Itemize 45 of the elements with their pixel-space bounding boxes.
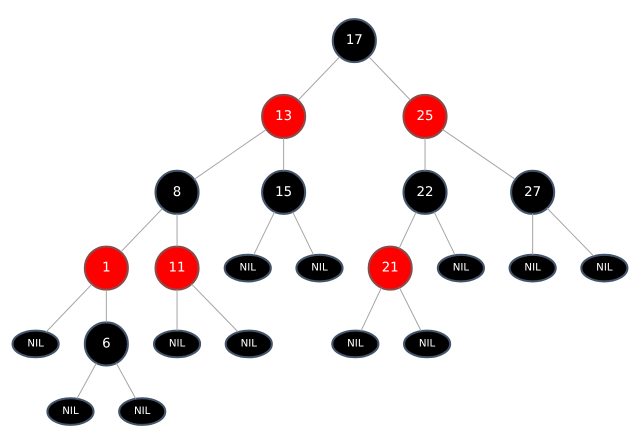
node-ellipse: NIL xyxy=(295,253,344,282)
connector xyxy=(546,207,594,256)
node-ellipse: NIL xyxy=(403,329,452,358)
connector xyxy=(253,211,276,255)
node-circle: 8 xyxy=(154,169,200,214)
node-circle: 1 xyxy=(84,245,129,290)
connector xyxy=(368,56,411,100)
connector xyxy=(176,213,178,246)
connector xyxy=(194,128,266,180)
connector xyxy=(442,128,516,180)
node-ellipse: NIL xyxy=(580,253,628,282)
node-ellipse: NIL xyxy=(508,253,557,282)
connector xyxy=(176,289,178,330)
connector xyxy=(398,211,417,248)
connector xyxy=(424,138,426,170)
node-circle: 11 xyxy=(154,245,200,290)
node-circle: 27 xyxy=(510,169,556,214)
node-circle: 17 xyxy=(332,18,377,63)
connector xyxy=(120,208,163,252)
connector xyxy=(46,284,92,332)
node-circle: 22 xyxy=(402,169,448,214)
node-circle: 13 xyxy=(261,93,306,138)
node-ellipse: NIL xyxy=(12,329,60,358)
connector xyxy=(360,287,382,330)
connector xyxy=(116,362,136,399)
connector xyxy=(532,213,534,254)
node-ellipse: NIL xyxy=(224,329,273,358)
node-circle: 21 xyxy=(368,245,413,290)
connector xyxy=(283,138,284,170)
node-ellipse: NIL xyxy=(46,396,95,426)
connector xyxy=(191,283,238,332)
connector xyxy=(434,211,456,255)
node-circle: 25 xyxy=(402,93,448,138)
node-ellipse: NIL xyxy=(436,253,485,282)
node-circle: 15 xyxy=(261,169,306,214)
connector xyxy=(106,289,107,322)
connector xyxy=(298,56,340,100)
connector xyxy=(76,362,97,399)
connector xyxy=(292,211,314,255)
node-circle: 6 xyxy=(84,320,129,366)
node-ellipse: NIL xyxy=(331,329,380,358)
node-ellipse: NIL xyxy=(152,329,202,358)
node-ellipse: NIL xyxy=(224,253,272,282)
connector xyxy=(399,287,422,331)
node-ellipse: NIL xyxy=(118,396,166,426)
